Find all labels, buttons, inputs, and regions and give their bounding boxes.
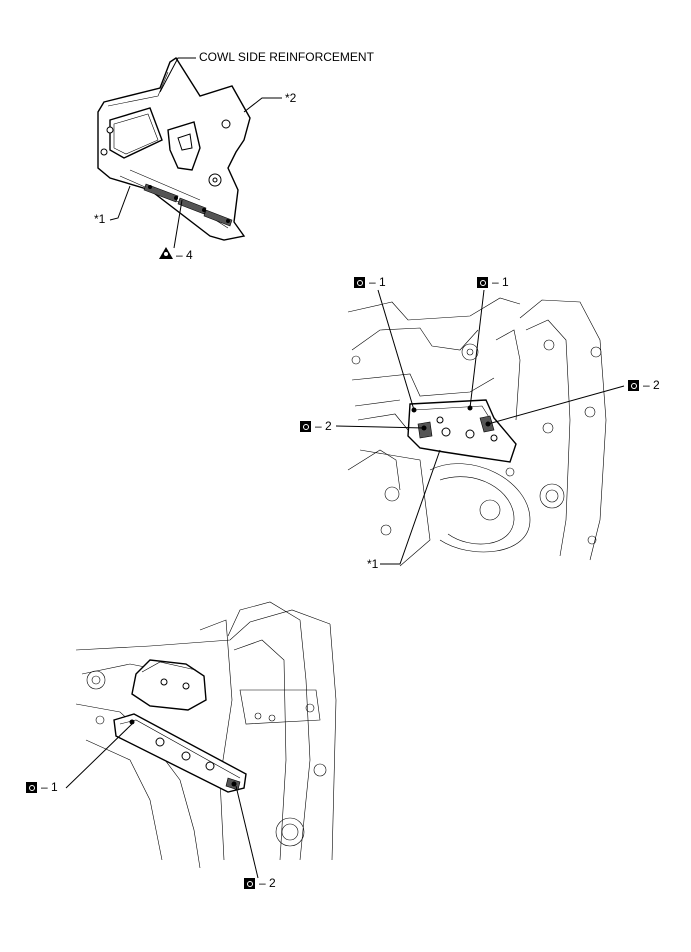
triangle-callout-label: – 4 [176,248,193,262]
triangle-weld-icon [159,247,173,259]
mid-callout-2a-label: – 2 [315,419,332,433]
mid-callout-1b-label: – 1 [492,275,509,289]
bottom-installed-view [65,601,337,879]
ref-star1-mid-label: *1 [367,557,379,571]
bot-callout-1-label: – 1 [41,780,58,794]
mid-callout-2b-label: – 2 [643,378,660,392]
square-weld-icon [477,277,488,288]
square-weld-icon [354,277,365,288]
square-weld-icon [628,380,639,391]
ref-star2-label: *2 [285,91,297,105]
middle-installed-view [335,289,625,567]
ref-star1-top-label: *1 [94,212,106,226]
square-weld-icon [244,878,255,889]
square-weld-icon [300,421,311,432]
cowl-side-reinforcement-label: COWL SIDE REINFORCEMENT [199,50,374,64]
mid-callout-1a-label: – 1 [369,275,386,289]
bot-callout-2-label: – 2 [259,876,276,890]
cowl-side-reinforcement-part [97,57,282,249]
square-weld-icon [26,782,37,793]
